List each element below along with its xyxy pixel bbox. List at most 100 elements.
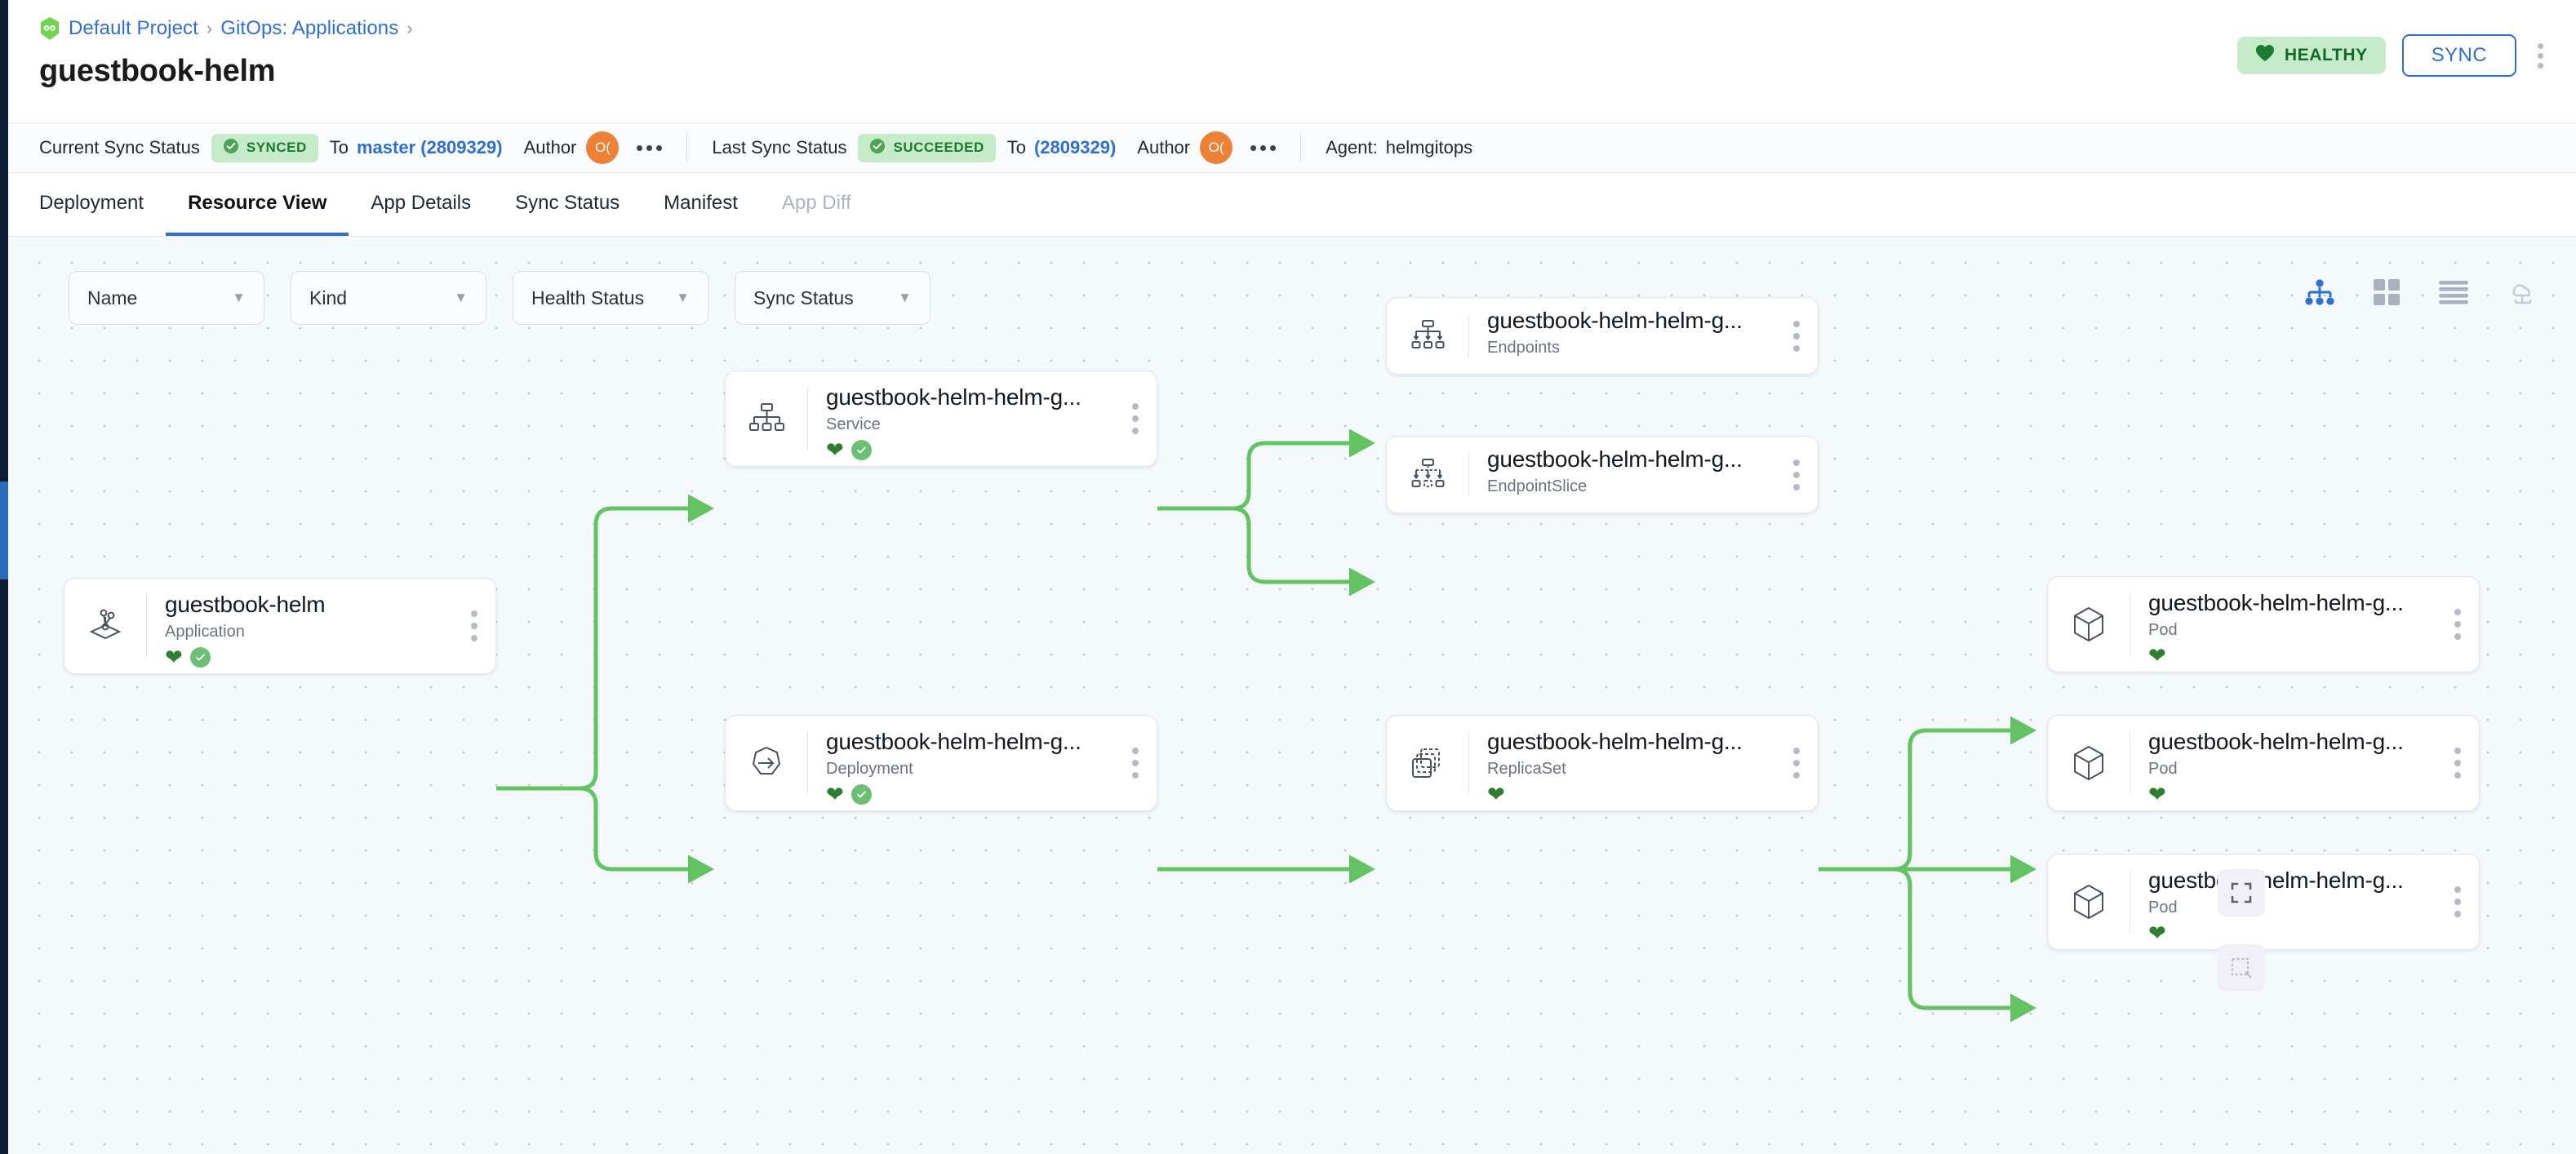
filter-name[interactable]: Name ▼ bbox=[69, 271, 264, 325]
node-kebab-menu-icon[interactable] bbox=[2446, 609, 2479, 640]
node-kebab-menu-icon[interactable] bbox=[463, 610, 495, 641]
node-badges: ❤ bbox=[1487, 783, 1785, 805]
node-kebab-menu-icon[interactable] bbox=[1124, 748, 1157, 779]
node-body: guestbook-helm-helm-g... Pod ❤ bbox=[2130, 854, 2446, 949]
tree-node-pod-2[interactable]: guestbook-helm-helm-g... Pod ❤ bbox=[2047, 715, 2480, 811]
health-heart-icon: ❤ bbox=[1487, 783, 1505, 805]
chevron-down-icon: ▼ bbox=[454, 290, 468, 306]
node-title: guestbook-helm-helm-g... bbox=[826, 729, 1124, 755]
main-column: Default Project › GitOps: Applications ›… bbox=[8, 0, 2576, 1154]
argo-octopus-icon bbox=[39, 16, 60, 41]
last-sync-status-badge-label: SUCCEEDED bbox=[893, 140, 984, 156]
node-badges: ❤ bbox=[165, 646, 463, 668]
list-view-icon[interactable] bbox=[2439, 280, 2468, 308]
filter-sync-status-label: Sync Status bbox=[753, 287, 854, 309]
resource-tree-canvas[interactable]: Name ▼ Kind ▼ Health Status ▼ Sync Statu… bbox=[8, 237, 2576, 1154]
tree-node-pod-1[interactable]: guestbook-helm-helm-g... Pod ❤ bbox=[2047, 576, 2480, 672]
tab-manifest[interactable]: Manifest bbox=[642, 173, 760, 236]
current-sync-revision[interactable]: master (2809329) bbox=[357, 137, 503, 158]
current-sync-status-badge: SYNCED bbox=[211, 134, 318, 162]
current-sync-more-icon[interactable] bbox=[637, 145, 662, 151]
application-icon bbox=[64, 579, 146, 673]
node-kind: Pod bbox=[2148, 899, 2446, 917]
deployment-icon bbox=[726, 716, 807, 810]
fullscreen-icon[interactable] bbox=[2218, 869, 2265, 917]
node-kind: Endpoints bbox=[1487, 339, 1785, 357]
network-view-icon[interactable] bbox=[2507, 279, 2537, 309]
node-kebab-menu-icon[interactable] bbox=[1785, 459, 1818, 490]
node-kebab-menu-icon[interactable] bbox=[1124, 403, 1157, 434]
tab-deployment[interactable]: Deployment bbox=[39, 173, 166, 236]
health-heart-icon: ❤ bbox=[2148, 783, 2166, 805]
node-kebab-menu-icon[interactable] bbox=[2446, 886, 2479, 917]
node-kebab-menu-icon[interactable] bbox=[2446, 748, 2479, 779]
node-title: guestbook-helm-helm-g... bbox=[1487, 729, 1785, 755]
tree-view-icon[interactable] bbox=[2305, 279, 2334, 309]
last-sync-revision[interactable]: (2809329) bbox=[1034, 137, 1116, 158]
health-heart-icon: ❤ bbox=[165, 646, 183, 668]
node-kind: ReplicaSet bbox=[1487, 760, 1785, 779]
select-box-icon[interactable] bbox=[2218, 944, 2265, 992]
grid-view-icon[interactable] bbox=[2374, 279, 2400, 309]
last-author-label: Author bbox=[1137, 137, 1190, 158]
node-badges: ❤ bbox=[826, 783, 1124, 805]
node-kind: EndpointSlice bbox=[1487, 477, 1785, 496]
tree-node-endpointslice[interactable]: guestbook-helm-helm-g... EndpointSlice bbox=[1386, 436, 1819, 513]
sync-button[interactable]: SYNC bbox=[2402, 34, 2516, 77]
node-badges: ❤ bbox=[2148, 922, 2446, 943]
tree-node-application[interactable]: guestbook-helm Application ❤ bbox=[64, 578, 496, 674]
tab-app-details[interactable]: App Details bbox=[349, 173, 493, 236]
node-body: guestbook-helm-helm-g... Deployment ❤ bbox=[808, 716, 1124, 810]
node-body: guestbook-helm-helm-g... ReplicaSet ❤ bbox=[1469, 716, 1785, 810]
tree-node-deployment[interactable]: guestbook-helm-helm-g... Deployment ❤ bbox=[725, 715, 1157, 811]
view-mode-switcher bbox=[2305, 279, 2537, 309]
node-kebab-menu-icon[interactable] bbox=[1785, 321, 1818, 352]
tab-resource-view[interactable]: Resource View bbox=[166, 173, 349, 236]
node-kind: Pod bbox=[2148, 621, 2446, 640]
kebab-menu-icon[interactable] bbox=[2533, 38, 2548, 73]
header-actions: HEALTHY SYNC bbox=[2237, 34, 2548, 77]
current-sync-status-label: Current Sync Status bbox=[39, 137, 200, 158]
filter-kind[interactable]: Kind ▼ bbox=[291, 271, 486, 325]
node-kebab-menu-icon[interactable] bbox=[1785, 748, 1818, 779]
divider bbox=[686, 134, 687, 162]
tree-node-replicaset[interactable]: guestbook-helm-helm-g... ReplicaSet ❤ bbox=[1386, 715, 1819, 811]
sync-check-icon bbox=[190, 647, 211, 668]
node-title: guestbook-helm bbox=[165, 592, 463, 618]
health-heart-icon: ❤ bbox=[826, 783, 844, 805]
tree-edges bbox=[8, 237, 2576, 1154]
filter-health-status[interactable]: Health Status ▼ bbox=[513, 271, 708, 325]
filter-health-status-label: Health Status bbox=[531, 287, 644, 309]
filter-kind-label: Kind bbox=[309, 287, 347, 309]
breadcrumb-item-default-project[interactable]: Default Project bbox=[69, 17, 198, 40]
sync-status-bar: Current Sync Status SYNCED To master (28… bbox=[8, 122, 2576, 173]
tab-bar: Deployment Resource View App Details Syn… bbox=[8, 173, 2576, 237]
avatar-2: O( bbox=[1200, 131, 1232, 164]
filter-name-label: Name bbox=[87, 287, 137, 309]
tree-node-endpoints[interactable]: guestbook-helm-helm-g... Endpoints bbox=[1386, 297, 1819, 375]
last-sync-to-label: To bbox=[1007, 137, 1026, 158]
chevron-down-icon: ▼ bbox=[898, 290, 912, 306]
last-sync-more-icon[interactable] bbox=[1250, 145, 1276, 151]
node-title: guestbook-helm-helm-g... bbox=[1487, 446, 1785, 473]
health-heart-icon: ❤ bbox=[2148, 922, 2166, 943]
left-nav-rail[interactable] bbox=[0, 0, 8, 1154]
breadcrumb-item-gitops-applications[interactable]: GitOps: Applications bbox=[220, 17, 398, 40]
last-sync-status-badge: SUCCEEDED bbox=[858, 134, 995, 162]
page-title: guestbook-helm bbox=[39, 54, 2543, 89]
node-kind: Application bbox=[165, 623, 463, 641]
node-body: guestbook-helm-helm-g... EndpointSlice bbox=[1469, 437, 1785, 513]
breadcrumb: Default Project › GitOps: Applications › bbox=[39, 15, 2543, 42]
breadcrumb-separator-2: › bbox=[406, 18, 412, 39]
tree-node-service[interactable]: guestbook-helm-helm-g... Service ❤ bbox=[725, 371, 1157, 467]
tab-sync-status[interactable]: Sync Status bbox=[493, 173, 642, 236]
replicaset-icon bbox=[1387, 716, 1468, 810]
current-author-label: Author bbox=[524, 137, 577, 158]
node-body: guestbook-helm Application ❤ bbox=[147, 579, 463, 673]
filter-sync-status[interactable]: Sync Status ▼ bbox=[735, 271, 930, 325]
pod-icon bbox=[2048, 577, 2130, 672]
avatar: O( bbox=[586, 131, 619, 164]
health-heart-icon: ❤ bbox=[826, 439, 844, 460]
divider-2 bbox=[1300, 134, 1301, 162]
